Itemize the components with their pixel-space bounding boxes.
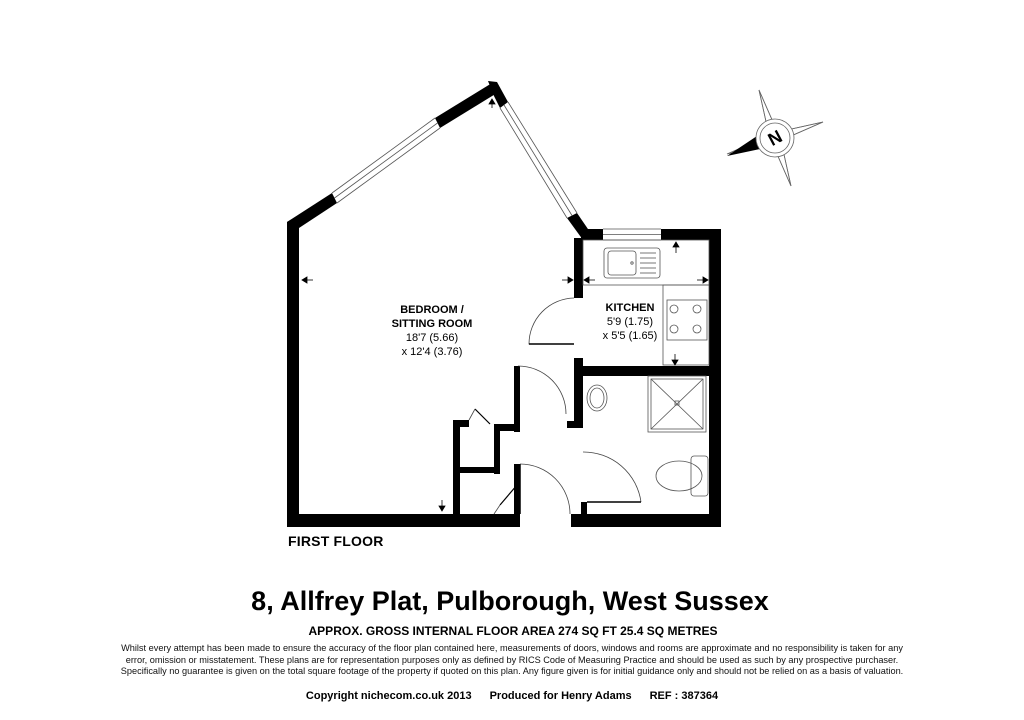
- measurement-arrows: [301, 98, 709, 512]
- door-bathroom: [582, 451, 642, 503]
- disclaimer-line: Specifically no guarantee is given on th…: [120, 666, 904, 676]
- arrow-bedroom-right: [562, 276, 574, 284]
- property-title-text: 8, Allfrey Plat, Pulborough, West Sussex: [251, 586, 769, 616]
- hob-icon: [666, 299, 708, 341]
- shower-tray-icon: [647, 375, 707, 433]
- wall-hall-ledge: [494, 424, 520, 431]
- kitchen-fixtures: [582, 239, 710, 366]
- interior-walls: [453, 238, 721, 516]
- wall-cupboard-divider: [453, 467, 500, 473]
- wall-hall-right-stub: [567, 421, 583, 428]
- arrow-bedroom-bottom: [438, 500, 446, 512]
- wall-diagonal-lower: [287, 193, 337, 228]
- floor-label: FIRST FLOOR: [288, 533, 384, 549]
- wall-right: [709, 229, 721, 526]
- wall-bathroom-stub: [581, 502, 587, 516]
- exterior-walls: [287, 81, 721, 527]
- wall-kitchen-left-upper: [574, 238, 583, 298]
- disclaimer-line: error, omission or misstatement. These p…: [125, 654, 899, 665]
- arrow-kitchen-right: [697, 276, 709, 284]
- room-name-bedroom: BEDROOM /: [400, 304, 464, 316]
- disclaimer: Whilst every attempt has been made to en…: [0, 643, 1024, 678]
- wall-left: [287, 215, 299, 527]
- toilet-icon: [655, 460, 703, 492]
- wall-bottom-right: [571, 514, 721, 527]
- door-cupboard-lower: [499, 484, 518, 506]
- room-name-kitchen: KITCHEN: [606, 302, 655, 314]
- floor-area: APPROX. GROSS INTERNAL FLOOR AREA 274 SQ…: [0, 624, 1024, 638]
- footer: Copyright nichecom.co.uk 2013 Produced fo…: [0, 690, 1024, 702]
- room-dimension-kitchen-1: 5'9 (1.75): [607, 316, 653, 328]
- disclaimer-line: Whilst every attempt has been made to en…: [121, 643, 903, 653]
- room-dimension-bedroom-1: 18'7 (5.66): [406, 332, 458, 344]
- compass-pointer-icon: [727, 132, 765, 156]
- windows: [331, 101, 661, 241]
- window-top-diagonal: [331, 117, 441, 204]
- washbasin-icon: [586, 384, 608, 412]
- arrow-kitchen-left: [583, 276, 595, 284]
- room-dimension-bedroom-2: x 12'4 (3.76): [402, 346, 463, 358]
- door-cupboard-upper: [474, 408, 491, 425]
- window-kitchen: [603, 228, 661, 241]
- compass-rose-icon: N: [726, 89, 824, 187]
- floor-area-text: APPROX. GROSS INTERNAL FLOOR AREA 274 SQ…: [308, 624, 718, 638]
- window-right-diagonal: [499, 101, 578, 219]
- room-name-bedroom-line2: SITTING ROOM: [392, 318, 473, 330]
- arrow-bedroom-top: [488, 98, 496, 108]
- copyright-text: Copyright nichecom.co.uk 2013: [305, 690, 472, 702]
- wall-diagonal-upper: [435, 83, 497, 128]
- bathroom-fixtures: [586, 375, 709, 497]
- wall-apex: [488, 81, 508, 108]
- wall-hall-lower-left: [514, 464, 520, 516]
- door-entrance: [519, 463, 571, 515]
- arrow-kitchen-bottom: [671, 354, 679, 366]
- wall-kitchen-top-stub: [581, 229, 603, 240]
- room-label-bedroom: BEDROOM / SITTING ROOM 18'7 (5.66) x 12'…: [392, 304, 473, 358]
- arrow-bedroom-left: [301, 276, 313, 284]
- wall-cupboard-right: [494, 424, 500, 474]
- wall-bathroom-left: [574, 358, 583, 426]
- reference-text: REF : 387364: [649, 690, 719, 702]
- door-hall-upper: [517, 365, 567, 415]
- doors: [468, 297, 642, 515]
- drainer-icon: [640, 252, 656, 274]
- wall-kitchen-top: [661, 229, 721, 240]
- room-dimension-kitchen-2: x 5'5 (1.65): [603, 330, 658, 342]
- sink-icon: [603, 247, 661, 279]
- kitchen-counter-top: [582, 239, 710, 286]
- produced-for-text: Produced for Henry Adams: [489, 690, 632, 702]
- property-title: 8, Allfrey Plat, Pulborough, West Sussex: [0, 586, 1024, 617]
- room-label-kitchen: KITCHEN 5'9 (1.75) x 5'5 (1.65): [603, 302, 658, 342]
- wall-cupboard-top: [453, 420, 469, 427]
- wall-bottom-left: [287, 514, 520, 527]
- wall-kitchen-bathroom: [574, 366, 721, 376]
- arrow-kitchen-top: [672, 241, 680, 253]
- door-bedroom-kitchen: [528, 297, 575, 345]
- kitchen-counter-side: [662, 284, 710, 366]
- wall-hall-left: [514, 366, 520, 432]
